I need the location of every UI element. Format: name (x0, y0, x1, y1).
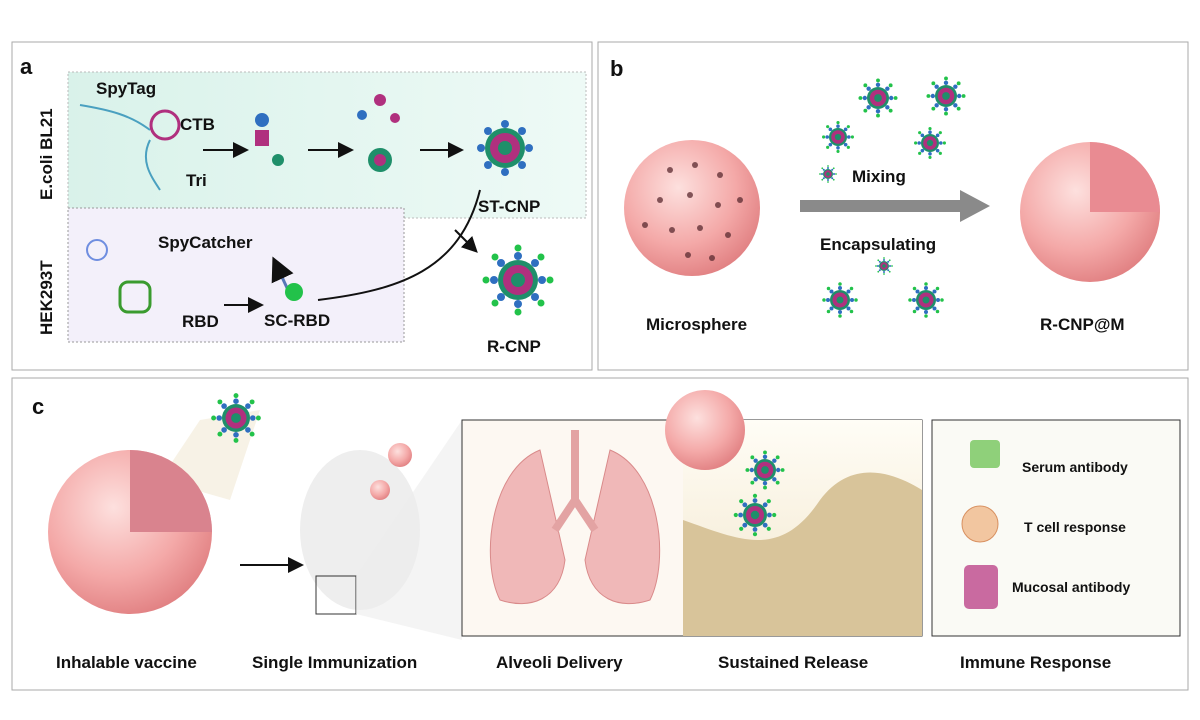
released-nanoparticle (734, 494, 777, 537)
spytag-label: SpyTag (96, 79, 156, 98)
process-arrow (800, 190, 990, 222)
hek-region (67, 207, 405, 343)
microsphere-label: Microsphere (646, 315, 747, 334)
mixing-label: Mixing (852, 167, 906, 186)
ctb-label: CTB (180, 115, 215, 134)
sphere-cutaway (1090, 142, 1160, 212)
microsphere-pores (642, 162, 743, 261)
step-sustained-release: Sustained Release (718, 653, 868, 672)
response-mucosal-antibody: Mucosal antibody (1012, 579, 1130, 595)
step-single-immunization: Single Immunization (252, 653, 417, 672)
mucosal-antibody-icon (964, 565, 998, 609)
spycatcher-arrow (271, 256, 294, 291)
r-cnp-particle (483, 245, 554, 316)
spycatcher-label: SpyCatcher (158, 233, 253, 252)
released-nanoparticle (745, 450, 784, 489)
r-cnp-label: R-CNP (487, 337, 541, 356)
spytag-structure (79, 104, 161, 191)
arrow (454, 229, 478, 253)
ctb-structure (149, 109, 181, 141)
panel-c-letter: c (32, 394, 44, 419)
zoom-projection (356, 420, 462, 640)
r-cnp-m-label: R-CNP@M (1040, 315, 1125, 334)
panel-a: a E.coli BL21 HEK293T SpyTag CTB Tri ST-… (11, 41, 593, 371)
response-t-cell: T cell response (1024, 519, 1126, 535)
trachea (551, 430, 599, 533)
spycatcher-structure (86, 239, 108, 261)
microsphere-partial (665, 390, 745, 470)
rbd-structure (118, 280, 152, 314)
microsphere-dose (370, 480, 390, 500)
t-cell-icon (961, 505, 999, 543)
tri-label: Tri (186, 171, 207, 190)
serum-antibody-icon (970, 440, 1000, 468)
step-inhalable-vaccine: Inhalable vaccine (56, 653, 197, 672)
step-immune-response: Immune Response (960, 653, 1111, 672)
microsphere-icon (624, 140, 760, 276)
microsphere-dose (388, 443, 412, 467)
step-alveoli-delivery: Alveoli Delivery (496, 653, 623, 672)
sc-rbd-icon (285, 283, 303, 301)
panel-c: c Serum antibody T cell response Mucosal… (11, 377, 1189, 691)
trimer-icon (357, 94, 400, 172)
host-hek-label: HEK293T (37, 260, 56, 335)
released-nanoparticle (211, 393, 261, 443)
sc-rbd-label: SC-RBD (264, 311, 330, 330)
panel-b: b Microsphere Mixing Encapsulating R-CNP… (597, 41, 1189, 371)
alveolar-epithelium (683, 472, 922, 636)
panel-a-letter: a (20, 54, 33, 79)
lungs-illustration (489, 449, 661, 605)
panel-b-letter: b (610, 56, 623, 81)
monomer-icon (255, 113, 284, 166)
encapsulating-label: Encapsulating (820, 235, 936, 254)
host-ecoli-label: E.coli BL21 (37, 108, 56, 200)
conjugation-curve (317, 189, 481, 301)
response-serum-antibody: Serum antibody (1022, 459, 1128, 475)
st-cnp-label: ST-CNP (478, 197, 540, 216)
sphere-cutaway (130, 450, 212, 532)
rbd-label: RBD (182, 312, 219, 331)
st-cnp-particle (477, 120, 533, 176)
